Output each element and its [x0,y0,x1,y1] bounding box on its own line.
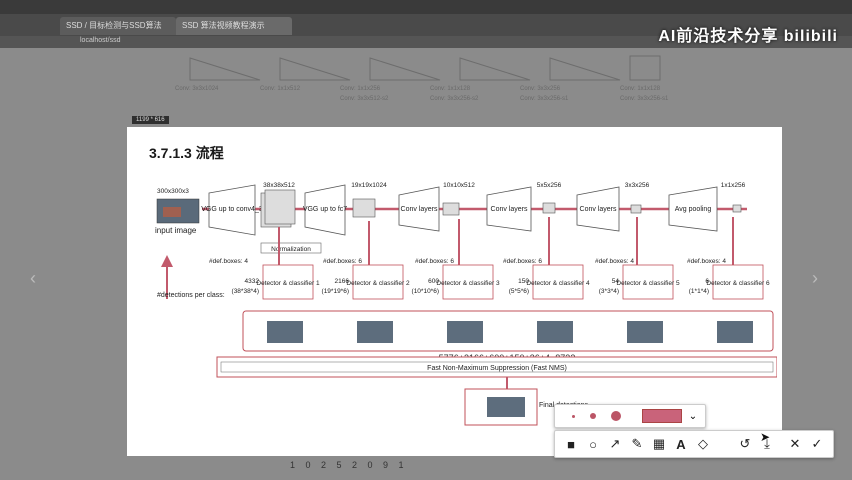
dot-large[interactable] [607,405,625,427]
count-5: 54 [612,278,620,285]
nms-label: Fast Non-Maximum Suppression (Fast NMS) [427,365,567,372]
size-badge: 1199 * 616 [132,116,169,124]
taskbar-icons: 1 0 2 5 2 0 9 1 [290,460,408,470]
arrow-icon[interactable]: ↗ [609,436,621,451]
feature-size-4: 5x5x256 [537,182,562,189]
svg-text:Conv: 1x1x128: Conv: 1x1x128 [620,86,661,92]
tab-2[interactable]: SSD 算法视频教程演示 [176,17,292,35]
def-boxes-3: #def.boxes: 6 [415,258,454,265]
block-1: VGG up to conv4_3 [201,206,263,213]
feature-size-6: 1x1x256 [721,182,746,189]
normalization-label: Normalization [271,246,311,253]
color-swatch[interactable] [641,405,683,427]
formula-1: (38*38*4) [232,288,259,295]
address-bar[interactable]: localhost/ssd [0,36,852,48]
feature-size-1: 38x38x512 [263,182,295,189]
svg-text:Conv: 1x1x512: Conv: 1x1x512 [260,86,301,92]
download-icon[interactable]: ⤓ [764,436,770,451]
svg-text:Conv: 1x1x128: Conv: 1x1x128 [430,86,471,92]
mosaic-icon[interactable]: ▦ [652,436,666,451]
classifier-1: Detector & classifier 1 [256,280,320,287]
prev-arrow-icon[interactable]: ‹ [30,268,36,288]
count-3: 600 [428,278,439,285]
circle-icon[interactable]: ○ [589,436,597,452]
slide-title: 3.7.1.3 流程 [149,145,224,161]
formula-2: (19*19*6) [322,288,349,295]
feature-size-2: 19x19x1024 [351,182,387,189]
formula-6: (1*1*4) [689,288,709,295]
count-4: 150 [518,278,529,285]
svg-text:Conv: 3x3x256-s1: Conv: 3x3x256-s1 [520,96,569,102]
svg-text:Conv: 3x3x1024: Conv: 3x3x1024 [175,86,219,92]
count-6: 6 [705,278,709,285]
svg-text:Conv: 3x3x256-s1: Conv: 3x3x256-s1 [620,96,669,102]
feature-size-3: 10x10x512 [443,182,475,189]
svg-text:Conv: 3x3x512-s2: Conv: 3x3x512-s2 [340,96,389,102]
def-boxes-6: #def.boxes: 4 [687,258,726,265]
rect-icon[interactable]: ■ [567,436,575,452]
tab-bar: SSD / 目标检测与SSD算法 SSD 算法视频教程演示 [0,14,852,36]
mouse-cursor-icon: ➤ [760,430,771,444]
detections-label: #detections per class: [157,292,225,299]
dot-small[interactable] [565,405,581,427]
block-6: Avg pooling [675,206,712,213]
svg-text:Conv: 3x3x256-s2: Conv: 3x3x256-s2 [430,96,479,102]
def-boxes-2: #def.boxes: 6 [323,258,362,265]
block-2: VGG up to fc7 [303,206,347,213]
input-label: input image [155,226,197,235]
slide: 3.7.1.3 流程 300x300x3 input image VGG up … [127,127,782,456]
count-1: 4332 [245,278,260,285]
next-arrow-icon[interactable]: › [812,268,818,288]
svg-text:Conv: 1x1x256: Conv: 1x1x256 [340,86,381,92]
background-diagram: Conv: 3x3x1024 Conv: 1x1x512 Conv: 1x1x25… [175,55,669,102]
def-boxes-1: #def.boxes: 4 [209,258,248,265]
count-2: 2166 [335,278,350,285]
chevron-down-icon[interactable]: ⌄ [688,410,698,422]
def-boxes-5: #def.boxes: 4 [595,258,634,265]
classifier-5: Detector & classifier 5 [616,280,680,287]
close-icon[interactable]: ✕ [789,436,801,451]
ssd-diagram: 300x300x3 input image VGG up to conv4_3 … [155,182,777,426]
svg-text:Conv: 3x3x256: Conv: 3x3x256 [520,86,561,92]
brush-options-toolbar: ⌄ [554,404,706,428]
input-size: 300x300x3 [157,188,189,195]
classifier-4: Detector & classifier 4 [526,280,590,287]
text-icon[interactable]: A [676,436,686,452]
block-5: Conv layers [580,206,617,213]
classifier-2: Detector & classifier 2 [346,280,410,287]
classifier-6: Detector & classifier 6 [706,280,770,287]
dot-medium[interactable] [585,405,601,427]
watermark-logo: AI前沿技术分享 bilibili [658,28,838,45]
classifier-3: Detector & classifier 3 [436,280,500,287]
undo-icon[interactable]: ↺ [739,436,751,451]
tab-1[interactable]: SSD / 目标检测与SSD算法 [60,17,176,35]
formula-4: (5*5*6) [509,288,529,295]
feature-size-5: 3x3x256 [625,182,650,189]
pen-icon[interactable]: ✎ [631,436,643,451]
def-boxes-4: #def.boxes: 6 [503,258,542,265]
formula-3: (10*10*6) [412,288,439,295]
title-bar [0,0,852,14]
address-text: localhost/ssd [80,37,121,44]
eraser-icon[interactable]: ◇ [698,436,708,451]
annotation-toolbar: ■ ○ ↗ ✎ ▦ A ◇ ↺ ⤓ ✕ ✓ [554,430,834,458]
block-4: Conv layers [491,206,528,213]
block-3: Conv layers [401,206,438,213]
check-icon[interactable]: ✓ [811,436,823,451]
formula-5: (3*3*4) [599,288,619,295]
